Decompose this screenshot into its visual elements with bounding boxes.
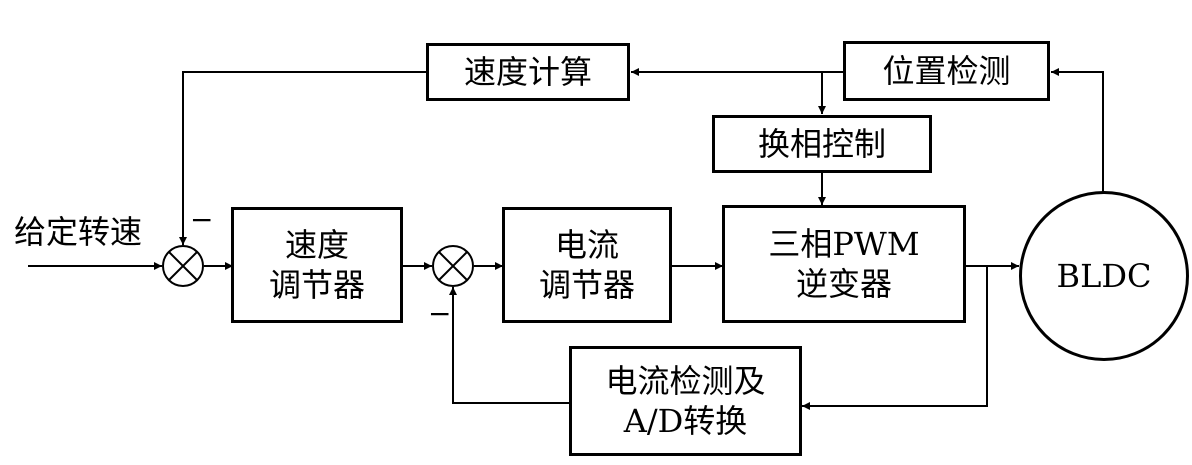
current-summing-junction: [432, 245, 474, 287]
speed-calculation-label: 速度计算: [463, 53, 592, 91]
position-detection-label: 位置检测: [882, 52, 1011, 90]
current-detection-label-line1: 电流检测及: [605, 362, 766, 400]
bldc-motor-circle: BLDC: [1019, 191, 1189, 361]
commutation-control-label: 换相控制: [757, 125, 886, 163]
speed-regulator-label-line2: 调节器: [268, 266, 365, 304]
speed-calc-to-sum1: [179, 71, 428, 245]
speed-feedback-minus-sign: −: [190, 203, 214, 236]
speed-calculation-block: 速度计算: [426, 43, 630, 101]
motor-to-position-detect: [1051, 68, 1104, 192]
speed-regulator-block: 速度 调节器: [231, 207, 403, 323]
commutation-control-block: 换相控制: [712, 115, 932, 173]
bldc-motor-label: BLDC: [1056, 257, 1152, 295]
current-detection-label-line2: A/D转换: [623, 402, 748, 440]
current-regulator-block: 电流 调节器: [502, 207, 672, 323]
current-regulator-label-line2: 调节器: [538, 266, 635, 304]
current-feedback-minus-sign: −: [428, 297, 452, 330]
speed-summing-junction: [162, 245, 204, 287]
current-detect-to-sum2: [449, 287, 570, 404]
input-label: 给定转速: [14, 213, 143, 251]
current-regulator-label-line1: 电流: [554, 226, 619, 264]
position-detection-block: 位置检测: [843, 41, 1050, 101]
inverter-label-line2: 逆变器: [795, 265, 892, 303]
three-phase-pwm-inverter-block: 三相PWM 逆变器: [722, 205, 966, 323]
current-tap-to-detect: [802, 266, 988, 410]
current-detection-ad-block: 电流检测及 A/D转换: [569, 346, 802, 456]
inverter-label-line1: 三相PWM: [768, 225, 920, 263]
speed-regulator-label-line1: 速度: [284, 226, 349, 264]
